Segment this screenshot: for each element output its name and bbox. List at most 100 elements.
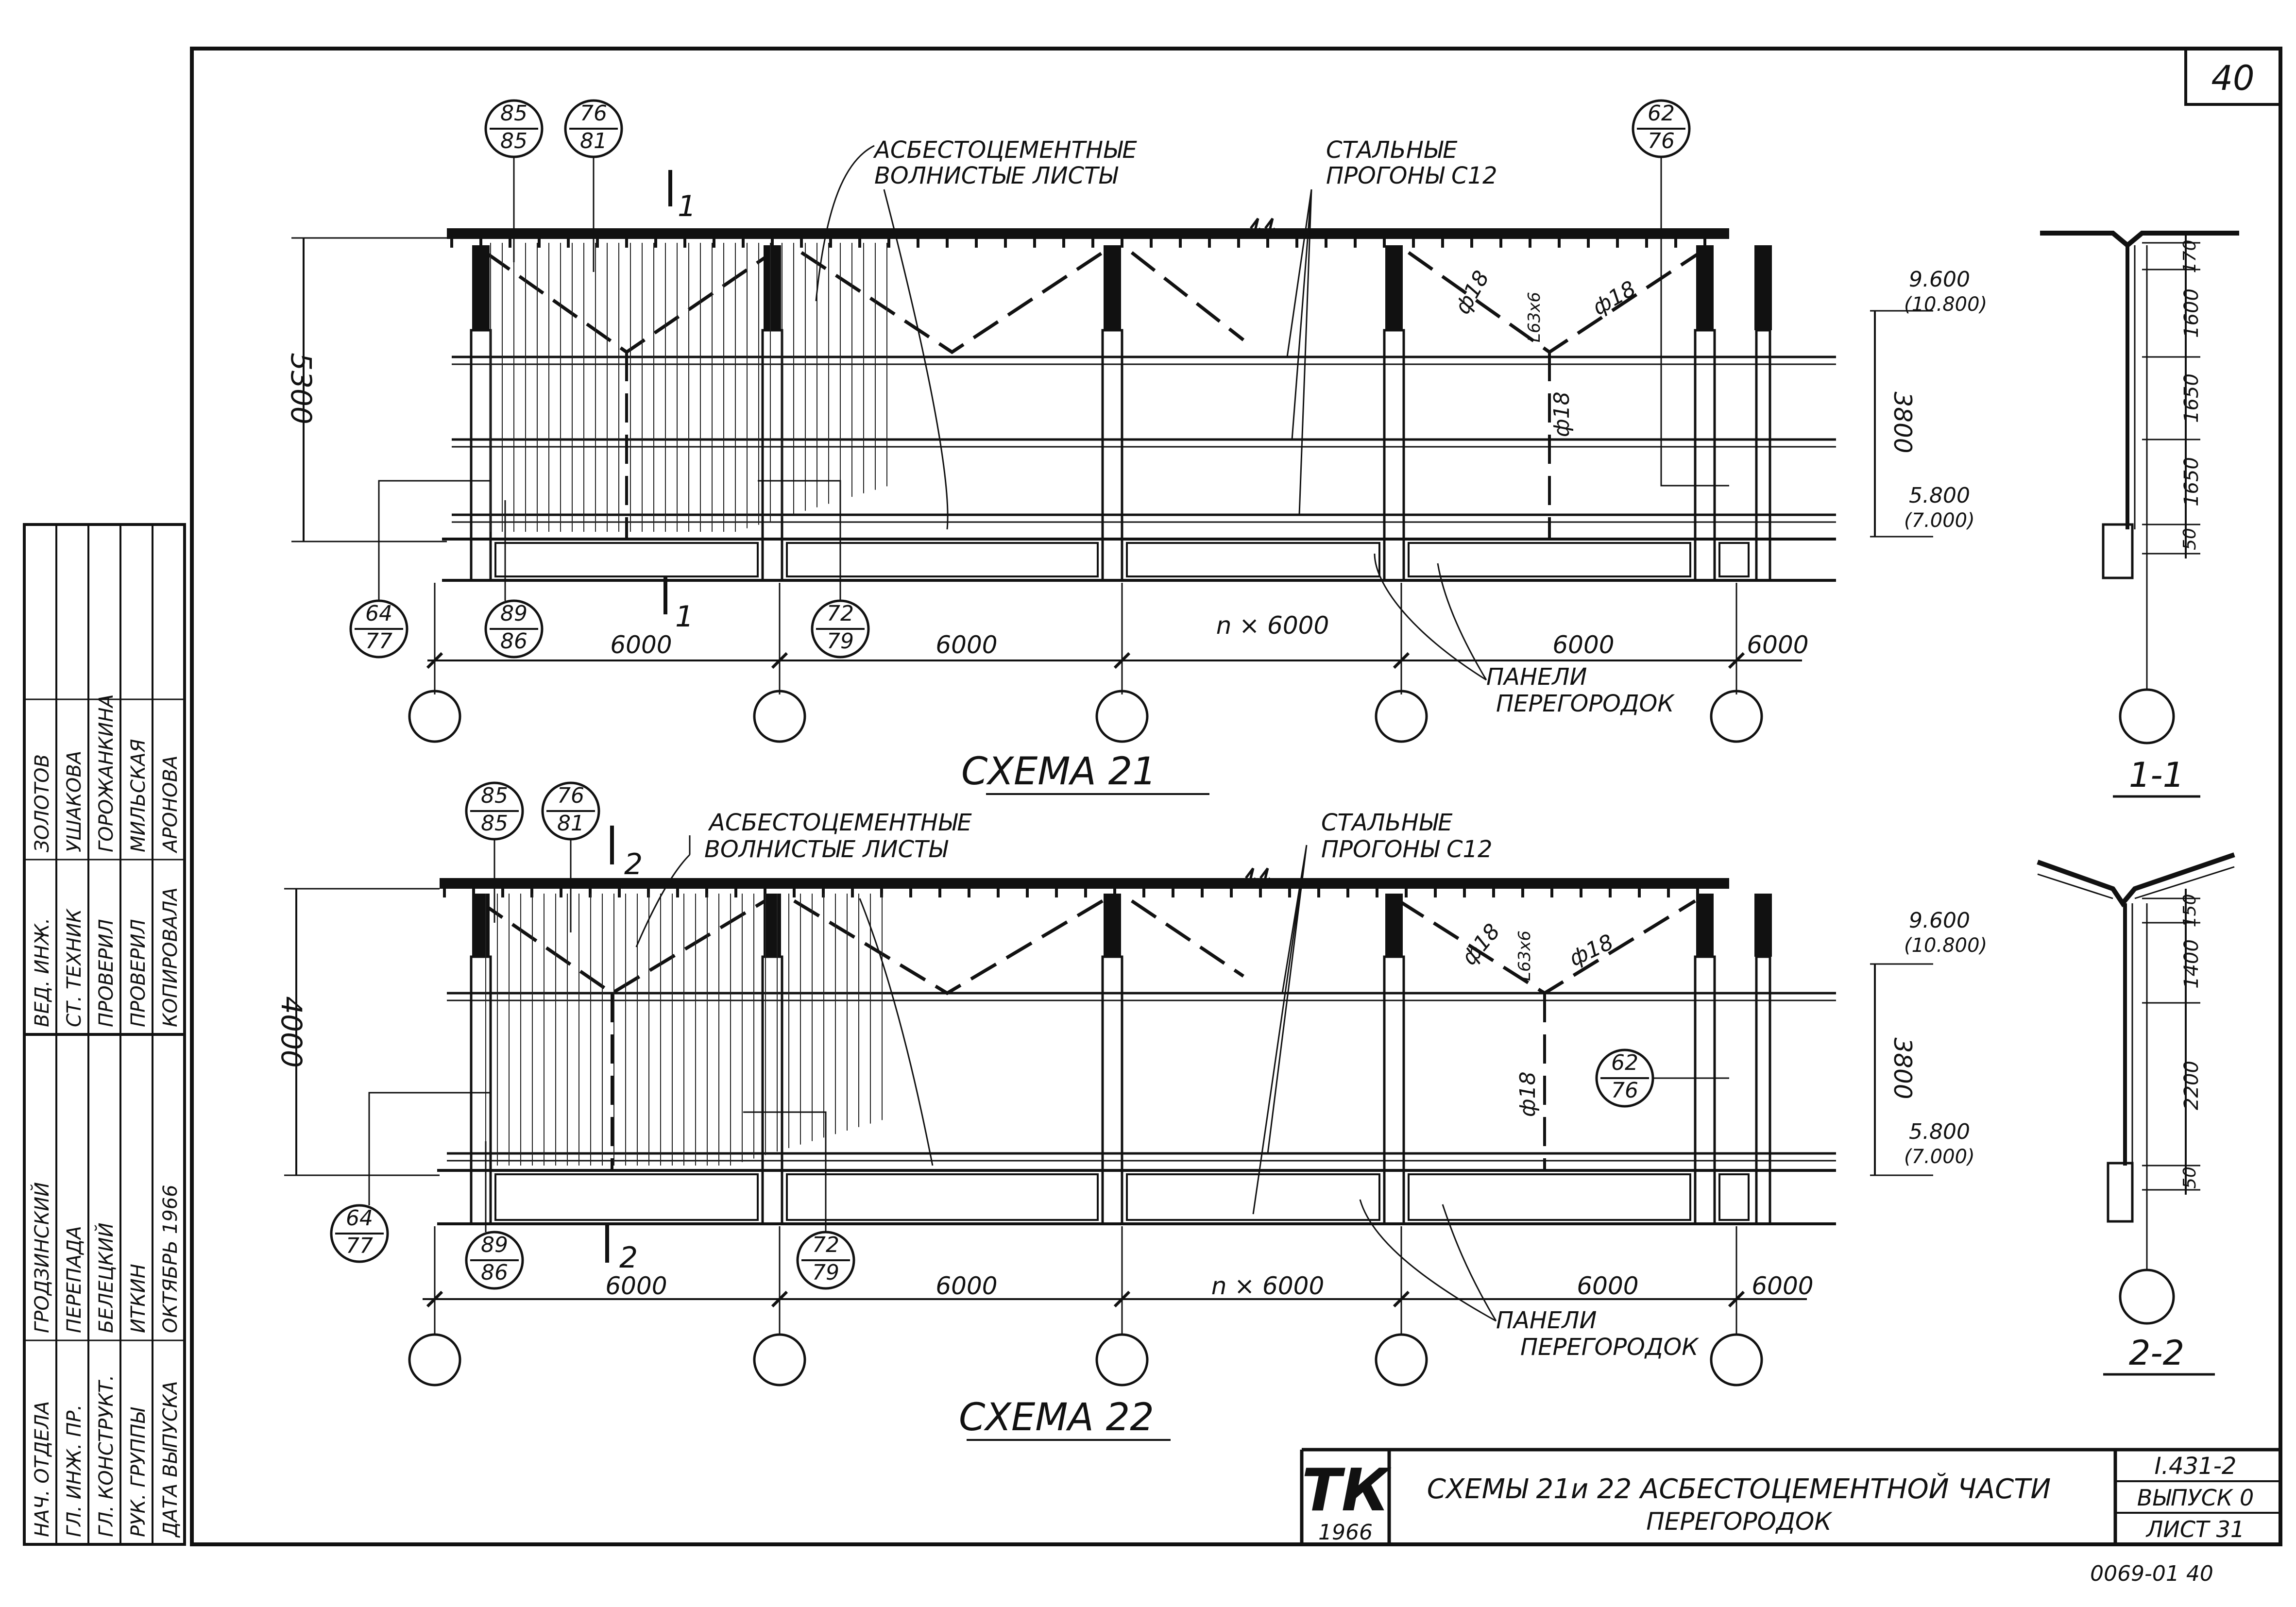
- sheet-number-box: [2184, 47, 2282, 106]
- axis-bubble: [1710, 1333, 1763, 1387]
- stamp-code: 0069-01 40: [2090, 1561, 2213, 1586]
- stamp-cell: БЕЛЕЦКИЙ: [94, 1223, 118, 1333]
- phi18-21-b: ф18: [1588, 276, 1640, 321]
- column-cap: [1104, 245, 1121, 330]
- partition-panel: [494, 542, 759, 577]
- svg-text:85: 85: [481, 783, 508, 808]
- svg-text:50: 50: [2180, 528, 2200, 550]
- span-22-4: 6000: [1577, 1272, 1638, 1300]
- axis-bubble: [1710, 690, 1763, 743]
- h3800-22: 3800: [1888, 1037, 1917, 1099]
- axis-bubble: [408, 1333, 461, 1387]
- svg-text:77: 77: [346, 1234, 373, 1258]
- stamp-cell: ГРОДЗИНСКИЙ: [30, 1182, 53, 1333]
- elev-top-22: 9.600: [1909, 908, 1970, 933]
- column: [1755, 955, 1771, 1225]
- column: [470, 329, 492, 582]
- elev-top-alt-22: (10.800): [1904, 934, 1987, 957]
- axis-bubble: [753, 1333, 806, 1387]
- stamp-cell: ПЕРЕПАДА: [63, 1226, 85, 1333]
- purlin-label-21-l2: ПРОГОНЫ С12: [1326, 162, 1497, 189]
- column-cap: [1754, 245, 1772, 330]
- phi18-21-c: ф18: [1549, 391, 1574, 437]
- axis-bubble: [1375, 1333, 1428, 1387]
- roof-label-22-l2: ВОЛНИСТЫЕ ЛИСТЫ: [704, 836, 949, 863]
- svg-text:62: 62: [1611, 1050, 1638, 1075]
- elev-bot-alt-22: (7.000): [1904, 1146, 1975, 1168]
- span-21-1: 6000: [610, 631, 672, 659]
- axis-bubble: [1095, 1333, 1149, 1387]
- sheet-label: ЛИСТ 31: [2145, 1516, 2245, 1542]
- partition-panel: [494, 1173, 759, 1221]
- column: [761, 329, 783, 582]
- svg-text:1400: 1400: [2180, 939, 2203, 989]
- svg-text:76: 76: [1611, 1078, 1638, 1103]
- column: [1101, 955, 1123, 1225]
- axis-bubble: [408, 690, 461, 743]
- svg-text:89: 89: [481, 1233, 508, 1257]
- cut-21-top: 1: [678, 189, 696, 223]
- partition-panel: [1126, 542, 1380, 577]
- phi18-22-a: ф18: [1457, 919, 1505, 970]
- column-cap: [764, 245, 781, 330]
- svg-text:150: 150: [2180, 894, 2200, 928]
- panel-label-21-l1: ПАНЕЛИ: [1486, 663, 1587, 691]
- svg-text:1650: 1650: [2180, 373, 2203, 423]
- column: [1694, 329, 1716, 582]
- elev-bot-22: 5.800: [1909, 1119, 1970, 1144]
- sheet-frame: [190, 47, 2282, 1546]
- svg-text:76: 76: [580, 101, 607, 126]
- elev-bot-alt-21: (7.000): [1904, 509, 1975, 532]
- svg-text:76: 76: [1648, 129, 1675, 153]
- angle-21: L63x6: [1525, 292, 1544, 342]
- stamp-cell: МИЛЬСКАЯ: [127, 739, 150, 852]
- stamp-cell: ВЕД. ИНЖ.: [31, 918, 53, 1027]
- axis-bubble: [753, 690, 806, 743]
- svg-text:85: 85: [500, 101, 527, 126]
- scheme-22-title: СХЕМА 22: [959, 1396, 1154, 1439]
- span-21-4: 6000: [1552, 631, 1614, 659]
- stamp-cell: УШАКОВА: [63, 751, 85, 852]
- height-dim-22: 4000: [275, 996, 308, 1068]
- svg-text:50: 50: [2180, 1167, 2200, 1189]
- panel-label-21-l2: ПЕРЕГОРОДОК: [1496, 690, 1675, 717]
- svg-text:85: 85: [481, 811, 508, 836]
- span-22-middle: n × 6000: [1211, 1272, 1325, 1300]
- column: [1101, 329, 1123, 582]
- column: [1755, 329, 1771, 582]
- stamp-cell: ГЛ. КОНСТРУКТ.: [95, 1375, 118, 1537]
- svg-text:170: 170: [2180, 240, 2200, 273]
- height-dim-21: 5300: [285, 353, 318, 424]
- column-cap: [472, 245, 490, 330]
- stamp-cell: ДАТА ВЫПУСКА: [159, 1381, 182, 1538]
- phi18-21-a: ф18: [1450, 267, 1494, 319]
- elev-top-21: 9.600: [1909, 267, 1970, 292]
- roof-label-21-l2: ВОЛНИСТЫЕ ЛИСТЫ: [874, 162, 1119, 189]
- column-cap: [1696, 894, 1714, 957]
- angle-22: L63x6: [1515, 930, 1534, 981]
- column-cap: [1385, 894, 1403, 957]
- svg-text:86: 86: [481, 1260, 508, 1285]
- roof-sheets-22: [440, 878, 1729, 889]
- scheme-21-title: СХЕМА 21: [961, 750, 1157, 794]
- section-2-2-title: 2-2: [2129, 1333, 2184, 1373]
- stamp-cell: СТ. ТЕХНИК: [63, 908, 85, 1027]
- axis-bubble: [1095, 690, 1149, 743]
- partition-panel: [1408, 1173, 1691, 1221]
- column: [1694, 955, 1716, 1225]
- purlin-label-21-l1: СТАЛЬНЫЕ: [1326, 136, 1458, 164]
- title-block: ТК 1966 СХЕМЫ 21и 22 АСБЕСТОЦЕМЕНТНОЙ ЧА…: [1300, 1448, 2280, 1545]
- svg-text:77: 77: [365, 629, 392, 654]
- scheme-22-drawing: 4000 6000 6000 n × 6000 6000 6000 3800 9…: [275, 809, 1987, 1441]
- column: [470, 955, 492, 1225]
- cut-22-bottom: 2: [619, 1241, 638, 1275]
- svg-text:81: 81: [580, 129, 607, 153]
- tk-logo: ТК: [1302, 1457, 1392, 1524]
